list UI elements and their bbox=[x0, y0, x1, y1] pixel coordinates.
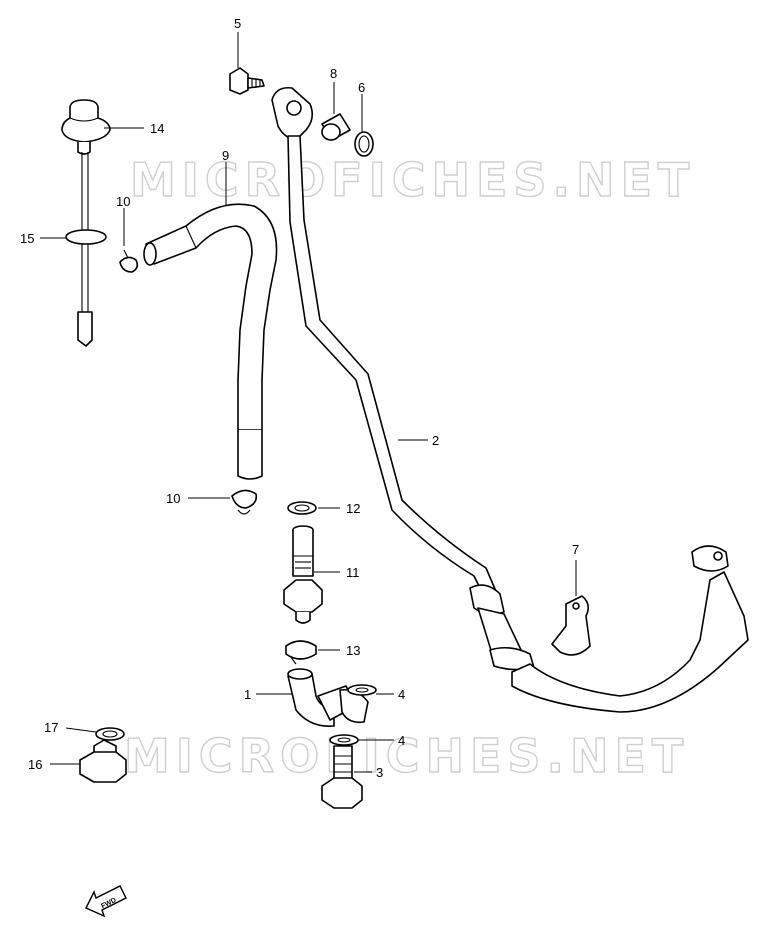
callout-10-upper: 10 bbox=[116, 194, 130, 209]
callout-10-lower: 10 bbox=[166, 491, 180, 506]
callout-1: 1 bbox=[244, 687, 251, 702]
breather-hose-part bbox=[143, 203, 278, 480]
leader-lines bbox=[40, 32, 577, 773]
callout-14: 14 bbox=[150, 121, 164, 136]
callout-4-lower: 4 bbox=[398, 733, 405, 748]
callout-11: 11 bbox=[346, 565, 360, 580]
clamp-13-part bbox=[285, 640, 317, 665]
clamp-upper-part bbox=[119, 249, 139, 273]
watermark-bottom: MICROFICHES.NET bbox=[124, 729, 689, 783]
banjo-bolt-3-part bbox=[321, 745, 363, 809]
dipstick-part bbox=[77, 152, 93, 347]
callout-5: 5 bbox=[234, 16, 241, 31]
callout-15: 15 bbox=[20, 231, 34, 246]
dipstick-oring-part bbox=[65, 229, 107, 245]
union-fitting-part bbox=[283, 525, 323, 624]
callout-8: 8 bbox=[330, 66, 337, 81]
callout-9: 9 bbox=[222, 148, 229, 163]
clamp-lower-part bbox=[231, 489, 258, 515]
callout-2: 2 bbox=[432, 433, 439, 448]
elbow-hose-part bbox=[287, 668, 369, 727]
callout-6: 6 bbox=[358, 80, 365, 95]
callout-4-upper: 4 bbox=[398, 687, 405, 702]
oil-hose-part bbox=[271, 86, 749, 713]
gasket-top-part bbox=[354, 131, 374, 157]
watermark-top: MICROFICHES.NET bbox=[130, 153, 695, 207]
callout-7: 7 bbox=[572, 542, 579, 557]
gasket-17-part bbox=[95, 727, 125, 741]
banjo-bolt-top-part bbox=[229, 67, 265, 95]
gasket-4-upper-part bbox=[347, 684, 377, 696]
collar-part bbox=[321, 113, 351, 141]
drain-plug-part bbox=[79, 739, 127, 783]
dipstick-cap-part bbox=[61, 99, 111, 155]
callout-16: 16 bbox=[28, 757, 42, 772]
fwd-arrow-icon: FWD bbox=[85, 885, 127, 918]
gasket-12-part bbox=[287, 501, 317, 515]
gasket-4-lower-part bbox=[329, 734, 359, 746]
hose-clamp-bracket-part bbox=[551, 595, 591, 656]
callout-12: 12 bbox=[346, 501, 360, 516]
callout-17: 17 bbox=[44, 720, 58, 735]
callout-3: 3 bbox=[376, 765, 383, 780]
callout-13: 13 bbox=[346, 643, 360, 658]
